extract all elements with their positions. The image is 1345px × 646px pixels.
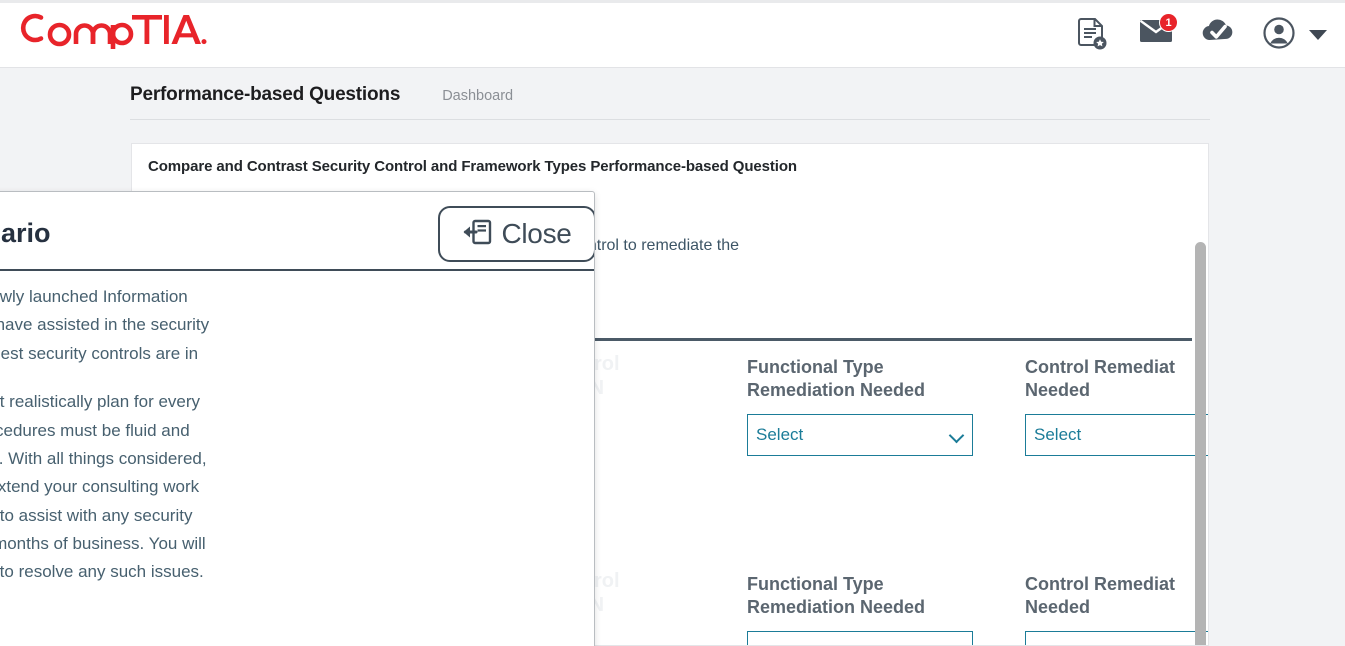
- chevron-down-icon[interactable]: [1309, 30, 1327, 40]
- comptia-logo[interactable]: [12, 7, 207, 49]
- page-header: Performance-based Questions Dashboard: [130, 76, 1210, 120]
- exercise-divider: [132, 338, 1192, 341]
- overlay-title: ario: [1, 218, 51, 248]
- chevron-down-icon: [948, 427, 965, 444]
- exit-box-icon: [462, 218, 492, 251]
- page-title: Performance-based Questions: [130, 84, 401, 105]
- row1-select-3-value: Select: [1034, 425, 1082, 444]
- mail-badge: 1: [1159, 13, 1178, 32]
- close-button-label: Close: [501, 218, 572, 249]
- row1-select-functional-type[interactable]: Select: [747, 414, 973, 456]
- scenario-overlay: ario Close urity consultant for a newly …: [0, 191, 595, 646]
- row1-col3-header: Control Remediat Needed: [1025, 357, 1176, 400]
- app-header: 1: [0, 0, 1345, 68]
- row2-col3-header: Control Remediat Needed: [1025, 574, 1176, 617]
- card-scrollbar-thumb[interactable]: [1195, 242, 1206, 645]
- row1-select-2-value: Select: [756, 425, 804, 444]
- row1-select-control-remediation[interactable]: Select: [1025, 414, 1208, 456]
- row2-select-control-remediation[interactable]: Select: [1025, 631, 1208, 645]
- row2-col2-header: Functional Type Remediation Needed: [747, 574, 926, 617]
- mail-icon[interactable]: 1: [1139, 13, 1178, 53]
- row2-select-functional-type[interactable]: Select: [747, 631, 973, 645]
- header-icon-group: 1: [1077, 13, 1327, 56]
- overlay-header: ario Close: [0, 192, 594, 271]
- header-top-hairline: [0, 0, 1345, 3]
- row2-select-2-value: Select: [756, 642, 803, 645]
- overlay-paragraph-1: urity consultant for a newly launched In…: [0, 287, 210, 363]
- row2-select-3-value: Select: [1034, 642, 1081, 645]
- account-icon[interactable]: [1263, 17, 1297, 53]
- card-scrollbar[interactable]: [1195, 242, 1206, 645]
- pbq-card-title: Compare and Contrast Security Control an…: [148, 158, 797, 175]
- row1-col2-header: Functional Type Remediation Needed: [747, 357, 926, 400]
- overlay-body: urity consultant for a newly launched In…: [0, 271, 594, 646]
- close-button[interactable]: Close: [438, 206, 594, 262]
- cloud-check-icon[interactable]: [1201, 17, 1235, 53]
- document-star-icon[interactable]: [1077, 17, 1111, 53]
- overlay-paragraph-2: , an organization cannot realistically p…: [0, 392, 207, 582]
- breadcrumb[interactable]: Dashboard: [442, 88, 514, 104]
